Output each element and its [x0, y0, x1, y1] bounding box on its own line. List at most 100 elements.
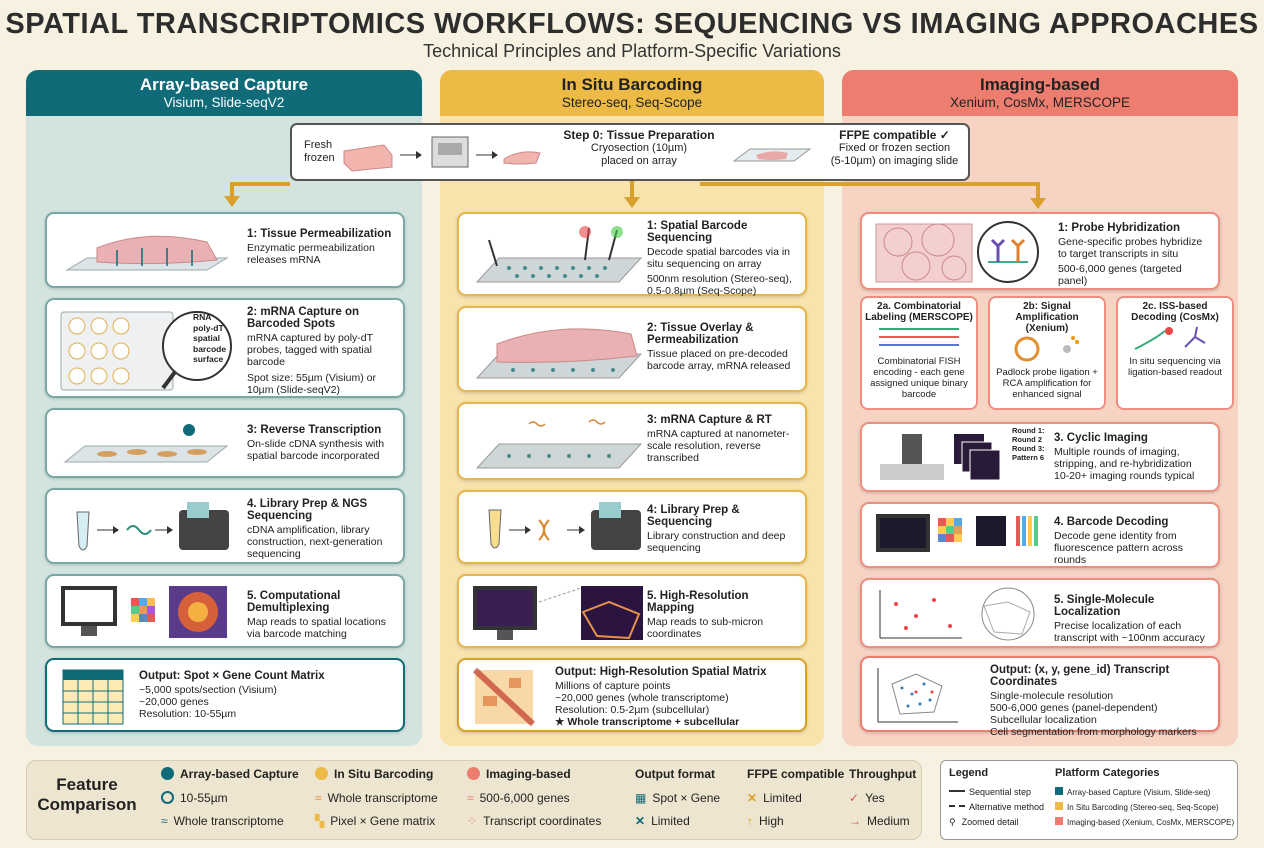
- insitu-step-4-body: Library construction and deep sequencing: [647, 530, 786, 554]
- imaging-output-line-2: 500-6,000 genes (panel-dependent): [990, 702, 1158, 714]
- array-dot-icon: [161, 767, 174, 780]
- insitu-output-title: Output: High-Resolution Spatial Matrix: [555, 666, 767, 678]
- xenium-title: 2b: Signal Amplification (Xenium): [1015, 301, 1079, 334]
- imaging-sub-cosmx: 2c. ISS-based Decoding (CosMx) In situ s…: [1116, 296, 1234, 410]
- insitu-library-illustration: [488, 502, 641, 550]
- insitu-output-line-4: ★ Whole transcriptome + subcellular: [555, 716, 740, 728]
- feature-header: FFPE compatible: [747, 767, 845, 781]
- array-step-2-extra: Spot size: 55µm (Visium) or 10µm (Slide-…: [247, 372, 376, 396]
- array-step-3-title: 3: Reverse Transcription: [247, 424, 382, 436]
- barcode-sequencing-illustration: [475, 226, 643, 283]
- dna-icon: ≈: [315, 791, 322, 805]
- cyclic-imaging-illustration: [880, 434, 1001, 481]
- feature-header: In Situ Barcoding: [334, 767, 434, 781]
- ffpe-line-1: Fixed or frozen section: [838, 142, 951, 154]
- array-swatch-icon: [1055, 787, 1063, 795]
- array-step-2: RNA poly-dT spatial barcode surface 2: m…: [45, 298, 405, 398]
- count-matrix-illustration: [62, 669, 124, 725]
- imaging-column-platforms: Xenium, CosMx, MERSCOPE: [949, 95, 1131, 110]
- array-step-5-body: Map reads to spatial locations via barco…: [247, 616, 386, 640]
- feature-cell: Pixel × Gene matrix: [330, 814, 436, 828]
- zoom-label: surface: [193, 354, 224, 364]
- insitu-step-4-title: 4: Library Prep & Sequencing: [647, 504, 740, 528]
- array-capture-column: Array-based Capture Visium, Slide-seqV2 …: [26, 70, 422, 746]
- feature-cell: Whole transcriptome: [173, 814, 284, 828]
- connector-arrow: [224, 196, 240, 207]
- high-res-mapping-illustration: [473, 586, 643, 640]
- connector-line: [630, 181, 634, 197]
- page-title: SPATIAL TRANSCRIPTOMICS WORKFLOWS: SEQUE…: [5, 8, 1259, 40]
- cross-icon: ✕: [635, 814, 646, 828]
- insitu-output-line-3: Resolution: 0.5-2µm (subcellular): [555, 704, 710, 716]
- scatter-icon: ⁘: [467, 814, 478, 828]
- cross-icon: ✕: [747, 791, 758, 805]
- imaging-sub-xenium: 2b: Signal Amplification (Xenium) Padloc…: [988, 296, 1106, 410]
- array-step-3-body: On-slide cDNA synthesis with spatial bar…: [247, 438, 385, 462]
- round-labels: Round 1: Round 2 Round 3: Pattern 6: [1012, 426, 1045, 462]
- page-subtitle: Technical Principles and Platform-Specif…: [423, 41, 841, 61]
- single-molecule-illustration: [879, 587, 1035, 641]
- legend-item: Alternative method: [969, 802, 1045, 812]
- array-step-4-body: cDNA amplification, library construction…: [247, 524, 383, 560]
- fresh-frozen-label: Fresh frozen: [304, 139, 335, 164]
- barcoded-spots-illustration: [60, 311, 232, 391]
- imaging-step-5-title: 5. Single-Molecule Localization: [1054, 594, 1155, 618]
- array-step-5-title: 5. Computational Demultiplexing: [247, 590, 341, 614]
- reverse-transcription-illustration: [63, 424, 229, 463]
- insitu-step-3-body: mRNA captured at nanometer-scale resolut…: [647, 428, 790, 464]
- legend-panel: Legend Sequential step Alternative metho…: [940, 760, 1238, 840]
- zoom-label: barcode: [193, 343, 227, 354]
- insitu-step-1-extra: 500nm resolution (Stereo-seq), 0.5-0.8µm…: [647, 273, 792, 297]
- insitu-swatch-icon: [1055, 802, 1063, 810]
- insitu-output-line-2: ~20,000 genes (whole transcriptome): [555, 692, 729, 704]
- zoom-label: poly-dT: [193, 322, 224, 333]
- imaging-output-line-4: Cell segmentation from morphology marker…: [990, 726, 1197, 738]
- dna-icon: ≈: [467, 791, 474, 805]
- insitu-step-5-body: Map reads to sub-micron coordinates: [647, 616, 764, 640]
- merscope-body: Combinatorial FISH encoding - each gene …: [870, 356, 968, 400]
- array-step-1-body: Enzymatic permeabilization releases mRNA: [247, 242, 375, 266]
- grid-icon: ▦: [635, 791, 647, 805]
- legend-category: In Situ Barcoding (Stereo-seq, Seq-Scope…: [1067, 803, 1219, 812]
- imaging-step-3: Round 1: Round 2 Round 3: Pattern 6 3. C…: [860, 422, 1220, 492]
- imaging-step-3-title: 3. Cyclic Imaging: [1054, 432, 1148, 444]
- solid-line-icon: [949, 790, 965, 792]
- check-icon: ✓: [849, 791, 860, 805]
- legend-item: Zoomed detail: [961, 817, 1019, 827]
- insitu-column-title: In Situ Barcoding: [561, 75, 703, 94]
- spatial-matrix-illustration: [472, 667, 536, 727]
- round-label: Round 1:: [1012, 426, 1045, 435]
- connector-line: [700, 182, 1040, 186]
- imaging-output-line-1: Single-molecule resolution: [990, 690, 1114, 702]
- up-arrow-icon: ↑: [747, 814, 753, 828]
- feature-header: Imaging-based: [486, 767, 571, 781]
- imaging-step-4-body: Decode gene identity from fluorescence p…: [1054, 530, 1183, 566]
- imaging-step-3-body: Multiple rounds of imaging, stripping, a…: [1054, 446, 1192, 470]
- feature-cell: 500-6,000 genes: [479, 791, 570, 805]
- prep-text: Step 0: Tissue Preparation Cryosection (…: [554, 129, 724, 168]
- feature-cell: Limited: [763, 791, 802, 805]
- connector-line: [1036, 182, 1040, 198]
- feature-cell: Limited: [651, 814, 690, 828]
- insitu-step-2-title: 2: Tissue Overlay & Permeabilization: [647, 322, 754, 346]
- feature-cell: 10-55µm: [180, 791, 228, 805]
- array-column-platforms: Visium, Slide-seqV2: [163, 95, 285, 110]
- tissue-preparation-step: Fresh frozen Step 0: Tissue Preparation …: [290, 123, 970, 181]
- array-step-4-title: 4. Library Prep & NGS Sequencing: [247, 498, 368, 522]
- padlock-probe-icon: [1014, 336, 1079, 362]
- insitu-step-3-title: 3: mRNA Capture & RT: [647, 414, 772, 426]
- array-step-2-title: 2: mRNA Capture on Barcoded Spots: [247, 306, 360, 330]
- imaging-step-1-body: Gene-specific probes hybridize to target…: [1058, 236, 1203, 260]
- zoom-label: RNA: [193, 312, 212, 322]
- connector-line: [230, 182, 234, 196]
- array-step-1-title: 1: Tissue Permeabilization: [247, 228, 392, 240]
- imaging-step-1-title: 1: Probe Hybridization: [1058, 222, 1181, 234]
- insitu-column-header: In Situ Barcoding Stereo-seq, Seq-Scope: [440, 70, 824, 116]
- round-label: Round 3:: [1012, 444, 1045, 453]
- imaging-output-line-3: Subcellular localization: [990, 714, 1097, 726]
